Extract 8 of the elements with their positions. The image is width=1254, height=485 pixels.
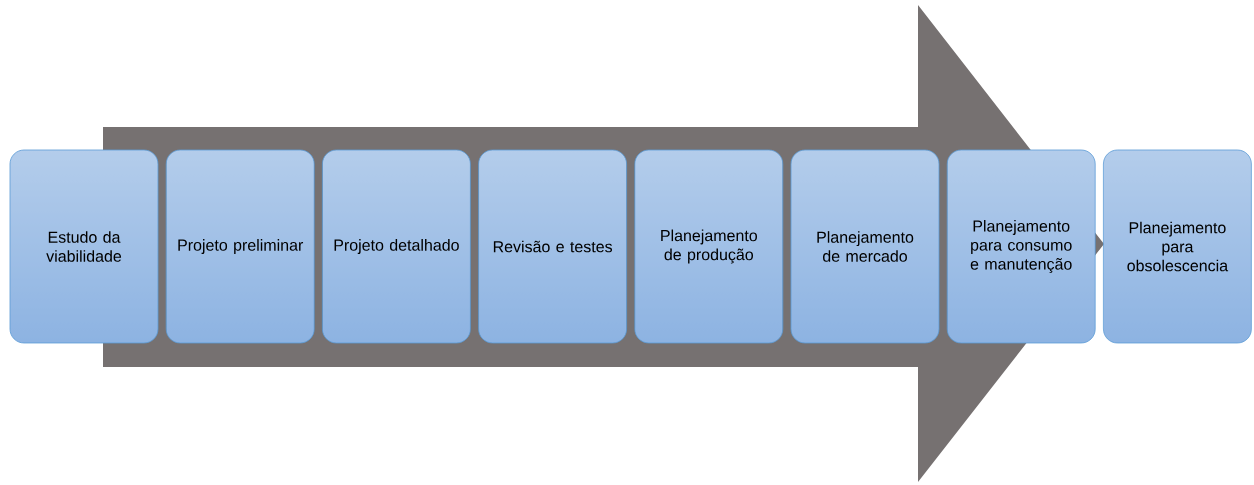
process-box: Revisão e testes [478, 149, 627, 344]
process-box: Planejamento de produção [634, 149, 784, 344]
process-box: Planejamento para obsolescencia [1103, 149, 1252, 344]
process-box: Estudo da viabilidade [9, 149, 159, 344]
process-box: Projeto detalhado [322, 149, 471, 344]
process-box: Planejamento de mercado [790, 149, 940, 344]
process-box: Projeto preliminar [165, 149, 315, 344]
process-box: Planejamento para consumo e manutenção [946, 149, 1096, 344]
